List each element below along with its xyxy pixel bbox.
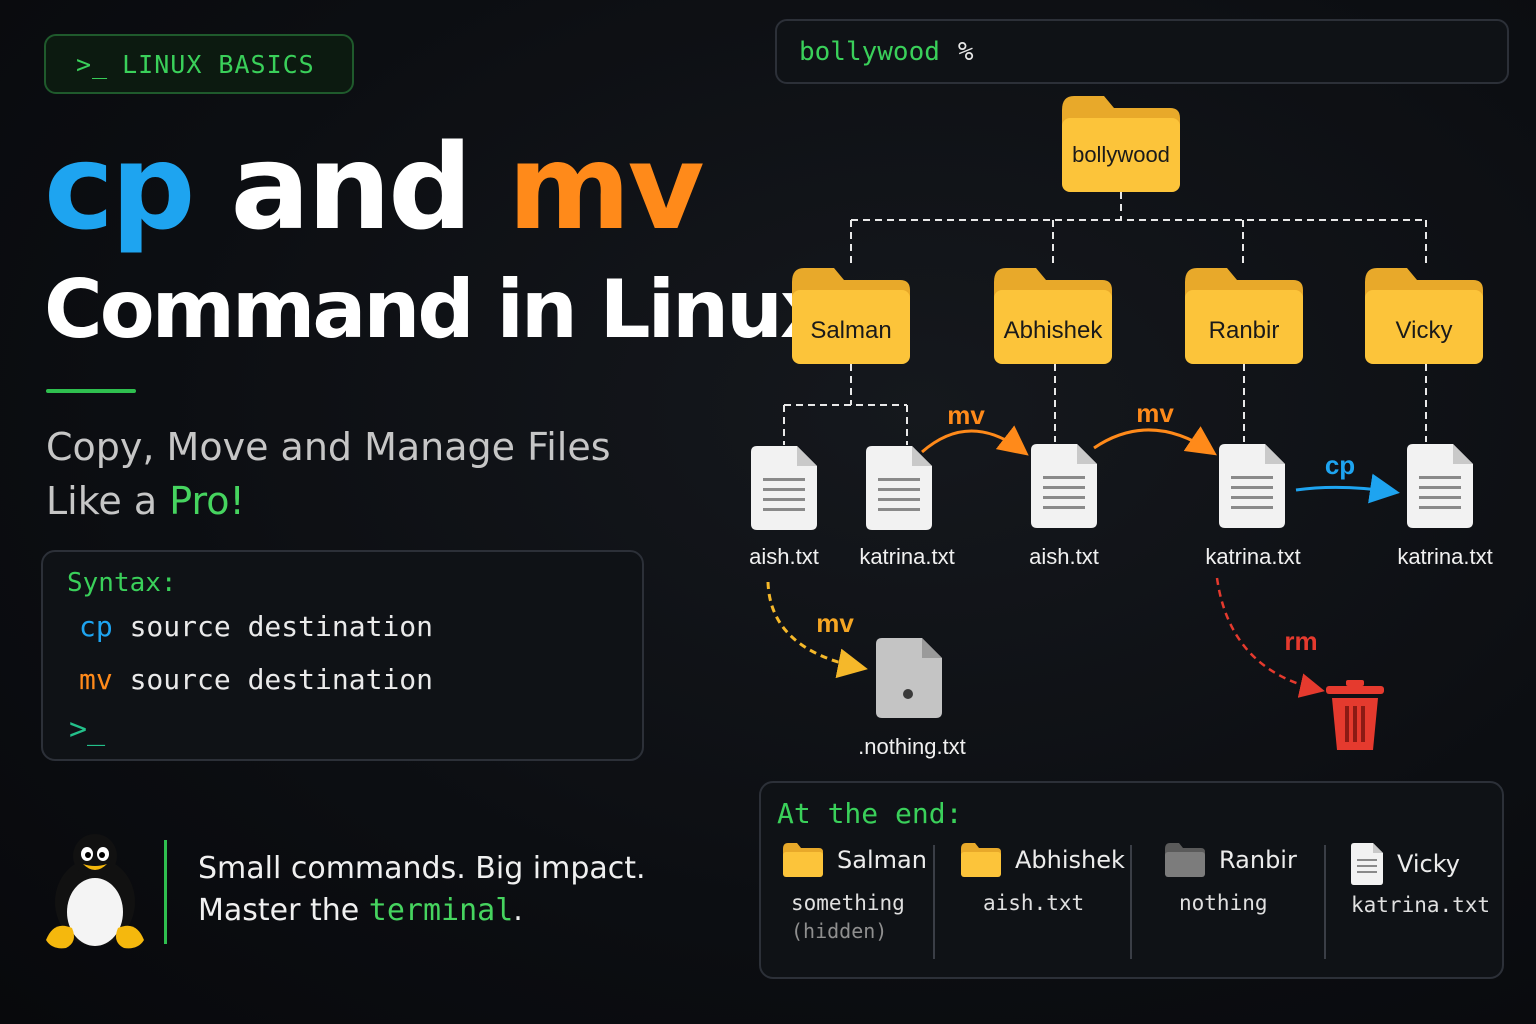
file-label-katrina-copy: katrina.txt <box>1397 544 1492 569</box>
folder-icon <box>961 843 1001 877</box>
end-col-note: (hidden) <box>791 919 888 943</box>
file-label-aish-moved: aish.txt <box>1029 544 1099 569</box>
op-label-mv: mv <box>1136 398 1174 428</box>
tagline-suffix: . <box>513 893 523 928</box>
terminal-dir: bollywood <box>799 36 940 67</box>
title-cp: cp <box>44 118 195 256</box>
title-and: and <box>230 118 473 256</box>
file-icon <box>866 446 932 530</box>
file-icon <box>1407 444 1473 528</box>
subtitle-highlight: Pro! <box>169 479 245 523</box>
folder-icon <box>1185 268 1303 364</box>
folder-icon <box>994 268 1112 364</box>
end-col-header: Salman <box>783 843 933 877</box>
page-title: cp and mv <box>44 128 705 246</box>
file-label-hidden: .nothing.txt <box>858 734 966 759</box>
linux-basics-badge: >_ LINUX BASICS <box>44 34 354 94</box>
end-col-separator <box>1130 845 1132 959</box>
file-icon <box>751 446 817 530</box>
tagline-line1: Small commands. Big impact. <box>198 851 646 886</box>
folder-icon <box>1365 268 1483 364</box>
title-mv: mv <box>507 118 705 256</box>
end-col-vicky: Vicky katrina.txt <box>1351 843 1501 961</box>
file-label-katrina-moved: katrina.txt <box>1205 544 1300 569</box>
end-col-abhishek: Abhishek aish.txt <box>961 843 1131 961</box>
folder-icon <box>792 268 910 364</box>
end-col-content: something <box>791 891 905 915</box>
subtitle: Copy, Move and Manage Files Like a Pro! <box>46 420 611 528</box>
tagline-prefix: Master the <box>198 893 369 928</box>
tagline: Small commands. Big impact. Master the t… <box>198 848 646 932</box>
syntax-args: source destination <box>112 663 434 696</box>
end-col-salman: Salman something (hidden) <box>783 843 933 961</box>
end-col-name: Salman <box>837 846 927 874</box>
end-label: At the end: <box>777 797 963 830</box>
op-label-mv: mv <box>816 608 854 638</box>
page-title-line2: Command in Linux <box>44 263 832 356</box>
file-icon <box>1031 444 1097 528</box>
end-col-separator <box>1324 845 1326 959</box>
folder-icon <box>1165 843 1205 877</box>
folder-label-ranbir: Ranbir <box>1209 317 1280 344</box>
terminal-prompt-icon: >_ <box>69 712 106 747</box>
op-label-mv: mv <box>947 400 985 430</box>
file-label-aish: aish.txt <box>749 544 819 569</box>
terminal-bar: bollywood % <box>775 19 1509 84</box>
folder-label-vicky: Vicky <box>1396 317 1453 344</box>
tree-root-label: bollywood <box>1072 142 1170 167</box>
end-col-header: Ranbir <box>1165 843 1315 877</box>
end-col-content: nothing <box>1179 891 1268 915</box>
mv-arrow-hidden <box>766 581 868 679</box>
syntax-line-mv: mv source destination <box>79 663 433 696</box>
end-col-separator <box>933 845 935 959</box>
trash-icon <box>1326 680 1384 750</box>
file-label-katrina: katrina.txt <box>859 544 954 569</box>
subtitle-line2: Like a Pro! <box>46 474 611 528</box>
mv-arrow-1 <box>921 425 1029 456</box>
file-icon <box>876 638 942 718</box>
syntax-cmd: mv <box>79 663 113 696</box>
terminal-prompt-icon: >_ <box>76 49 109 79</box>
syntax-args: source destination <box>112 610 434 643</box>
end-col-header: Abhishek <box>961 843 1131 877</box>
tagline-line2: Master the terminal. <box>198 890 646 932</box>
cp-arrow <box>1295 473 1400 504</box>
folder-icon <box>783 843 823 877</box>
folder-label-abhishek: Abhishek <box>1004 317 1104 344</box>
badge-label: LINUX BASICS <box>122 49 315 79</box>
syntax-box: Syntax: cp source destination mv source … <box>41 550 644 761</box>
file-icon <box>1219 444 1285 528</box>
folder-label-salman: Salman <box>810 317 891 344</box>
op-label-rm: rm <box>1284 626 1317 656</box>
title-divider <box>46 389 136 393</box>
end-col-name: Vicky <box>1397 850 1460 878</box>
file-icon <box>1351 843 1383 885</box>
end-col-header: Vicky <box>1351 843 1501 885</box>
penguin-icon <box>46 834 144 949</box>
syntax-cmd: cp <box>79 610 113 643</box>
end-col-name: Abhishek <box>1015 846 1125 874</box>
mv-arrow-2 <box>1093 426 1217 456</box>
op-label-cp: cp <box>1325 450 1355 480</box>
end-col-content: katrina.txt <box>1351 893 1491 917</box>
end-col-content: aish.txt <box>983 891 1085 915</box>
terminal-symbol: % <box>957 36 974 67</box>
syntax-line-cp: cp source destination <box>79 610 433 643</box>
tree-connectors <box>783 192 1427 445</box>
end-col-ranbir: Ranbir nothing <box>1165 843 1315 961</box>
tagline-highlight: terminal <box>368 893 514 928</box>
tagline-divider <box>164 840 167 944</box>
end-state-box: At the end: Salman something (hidden) Ab… <box>759 781 1504 979</box>
subtitle-prefix: Like a <box>46 479 170 523</box>
subtitle-line1: Copy, Move and Manage Files <box>46 425 611 469</box>
syntax-label: Syntax: <box>67 568 177 598</box>
end-col-name: Ranbir <box>1219 846 1297 874</box>
